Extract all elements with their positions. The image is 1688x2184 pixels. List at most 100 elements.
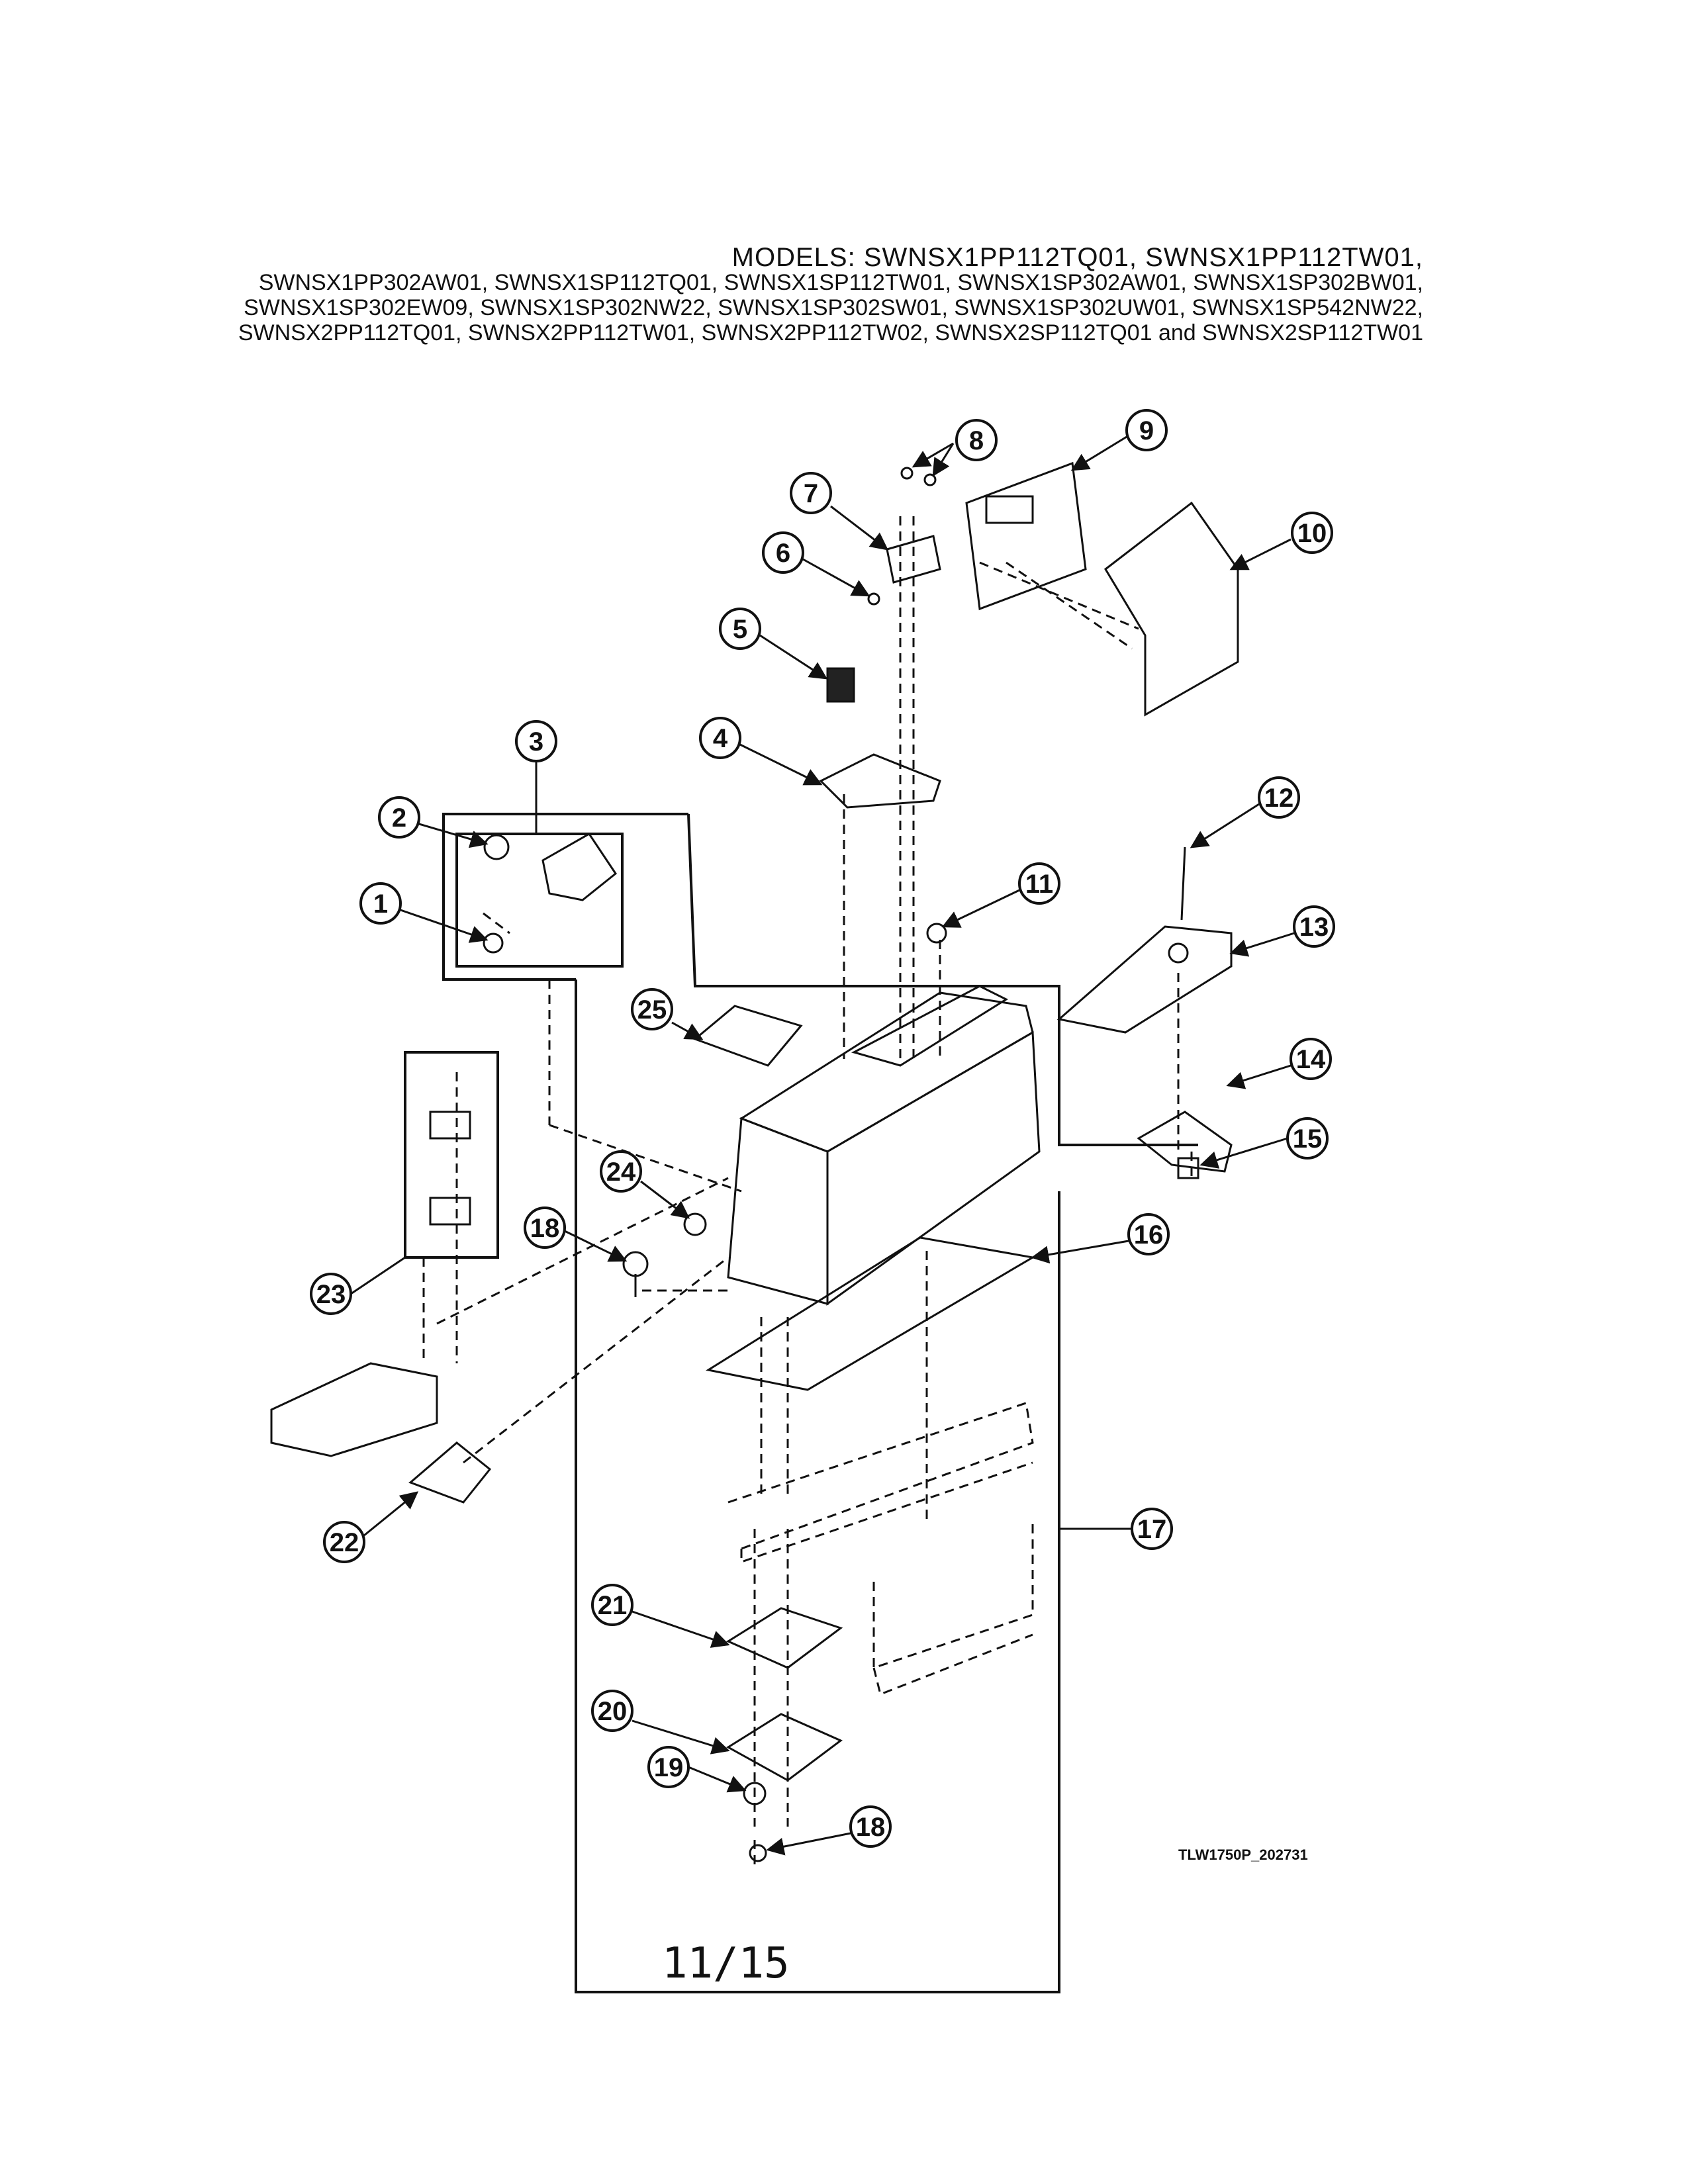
page-number: 11/15 xyxy=(662,1939,790,1988)
callout-circle-24 xyxy=(600,1150,642,1193)
callout-17: 17 xyxy=(1137,1515,1167,1544)
callout-13: 13 xyxy=(1299,913,1329,942)
part-housing-front xyxy=(727,1116,829,1305)
callout-5: 5 xyxy=(733,615,747,644)
part-housing-top-opening xyxy=(851,985,1009,1067)
callout-circle-6 xyxy=(762,531,804,574)
part-25-label xyxy=(693,1005,803,1067)
models-line-2: SWNSX1PP302AW01, SWNSX1SP112TQ01, SWNSX1… xyxy=(258,270,1423,295)
part-9-board xyxy=(965,461,1087,611)
callout-circle-17 xyxy=(1131,1508,1173,1550)
callout-4: 4 xyxy=(713,724,728,753)
part-19-nut xyxy=(743,1782,767,1805)
part-housing-side xyxy=(826,1030,1041,1306)
callout-circle-8 xyxy=(955,419,998,461)
callout-circle-7 xyxy=(790,472,832,514)
callout-18-lower: 18 xyxy=(856,1813,886,1842)
part-9-component xyxy=(985,495,1034,524)
part-16-base-plate xyxy=(706,1236,1036,1391)
part-22-switch xyxy=(408,1441,492,1504)
callout-circle-9 xyxy=(1125,409,1168,451)
callout-19: 19 xyxy=(654,1753,684,1782)
callout-3: 3 xyxy=(529,727,543,756)
callout-circle-1 xyxy=(359,882,402,925)
callout-12: 12 xyxy=(1264,784,1294,813)
frame-3-inner xyxy=(455,833,624,968)
callout-circle-2 xyxy=(378,796,420,839)
models-line-1: MODELS: SWNSX1PP112TQ01, SWNSX1PP112TW01… xyxy=(731,243,1423,272)
frame-upper xyxy=(687,813,1198,1146)
callout-circle-10 xyxy=(1291,512,1333,554)
callout-circle-12 xyxy=(1258,776,1300,819)
part-12-screw xyxy=(1180,846,1186,921)
callout-circle-13 xyxy=(1293,905,1335,948)
callout-circle-25 xyxy=(631,988,673,1030)
part-housing-top xyxy=(739,991,1034,1153)
callout-7: 7 xyxy=(804,479,818,508)
part-23-plate xyxy=(429,1111,471,1140)
assembly-frames xyxy=(404,813,1198,1993)
leader-lines xyxy=(350,435,1295,1856)
callout-circles xyxy=(310,409,1335,1848)
callout-22: 22 xyxy=(330,1528,359,1557)
part-6-screw xyxy=(867,592,880,606)
part-8-screw-a xyxy=(900,467,914,480)
frame-23 xyxy=(404,1051,499,1259)
callout-6: 6 xyxy=(776,539,790,568)
callout-circle-5 xyxy=(719,608,761,650)
part-14-bracket xyxy=(1137,1111,1233,1173)
part-18-bolt-lower xyxy=(749,1844,767,1862)
part-23-plate-lower xyxy=(429,1197,471,1226)
callout-23: 23 xyxy=(316,1280,346,1309)
callout-21: 21 xyxy=(598,1591,628,1620)
callout-11: 11 xyxy=(1025,870,1053,899)
callout-circle-22 xyxy=(323,1521,365,1563)
callout-15: 15 xyxy=(1293,1124,1323,1154)
part-11-bolt xyxy=(926,923,947,944)
part-21-plate xyxy=(726,1607,843,1669)
part-13-tray xyxy=(1056,925,1233,1034)
callout-18-upper: 18 xyxy=(530,1214,560,1243)
callout-circle-3 xyxy=(515,720,557,762)
part-5-switch xyxy=(826,667,855,703)
hidden-lines xyxy=(422,516,1193,1866)
models-line-3: SWNSX1SP302EW09, SWNSX1SP302NW22, SWNSX1… xyxy=(244,295,1423,320)
callout-circle-21 xyxy=(591,1584,633,1626)
part-23-acceptor xyxy=(270,1362,438,1457)
part-10-cover xyxy=(1104,501,1239,717)
callout-circle-15 xyxy=(1286,1117,1329,1160)
part-3-bracket xyxy=(541,833,618,901)
part-4-plate xyxy=(819,753,941,809)
callout-circle-18a xyxy=(524,1206,566,1249)
callout-24: 24 xyxy=(606,1158,636,1187)
part-20-plate xyxy=(726,1713,843,1782)
models-line-4: SWNSX2PP112TQ01, SWNSX2PP112TW01, SWNSX2… xyxy=(238,320,1423,345)
drawing-code: TLW1750P_202731 xyxy=(1178,1846,1308,1863)
callout-8: 8 xyxy=(969,426,984,455)
callout-circle-11 xyxy=(1018,862,1060,905)
part-8-screw-b xyxy=(923,473,937,486)
callout-2: 2 xyxy=(392,803,406,833)
callout-circle-20 xyxy=(591,1690,633,1732)
callout-14: 14 xyxy=(1296,1045,1326,1074)
frame-17 xyxy=(575,979,1060,1993)
part-24-nut xyxy=(683,1212,707,1236)
part-1-nut xyxy=(483,933,504,954)
callout-20: 20 xyxy=(598,1697,628,1726)
models-header: MODELS: SWNSX1PP112TQ01, SWNSX1PP112TW01… xyxy=(132,243,1423,345)
callout-1: 1 xyxy=(373,889,388,919)
callout-9: 9 xyxy=(1139,416,1154,445)
part-15-clip xyxy=(1177,1157,1199,1179)
part-7-bracket xyxy=(886,535,941,584)
callout-circle-19 xyxy=(647,1746,690,1788)
callout-circle-14 xyxy=(1289,1038,1332,1080)
callout-circle-18b xyxy=(849,1805,892,1848)
callout-circle-23 xyxy=(310,1273,352,1315)
callout-circle-16 xyxy=(1127,1213,1170,1255)
callout-16: 16 xyxy=(1134,1220,1164,1250)
callout-25: 25 xyxy=(637,995,667,1024)
part-13-hole xyxy=(1168,942,1189,964)
part-18-bolt-head xyxy=(622,1251,649,1277)
frame-3 xyxy=(442,813,688,981)
